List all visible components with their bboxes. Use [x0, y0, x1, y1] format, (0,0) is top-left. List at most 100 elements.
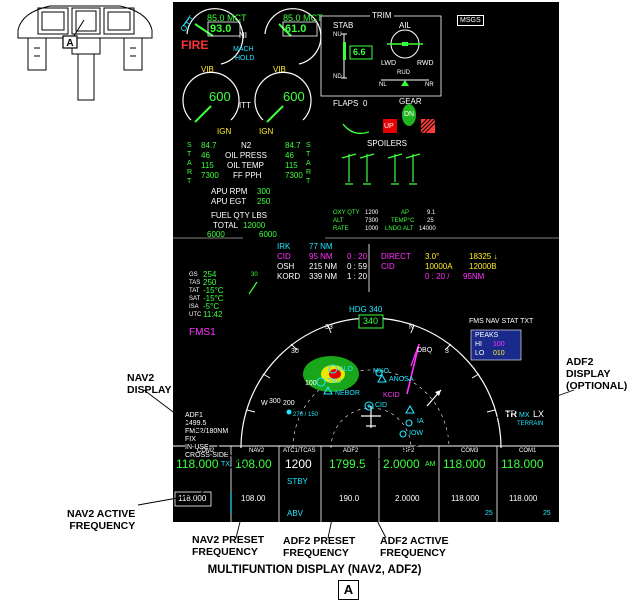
cockpit-inset-diagram: A	[17, 5, 153, 101]
mfd-graphics	[173, 8, 559, 522]
apu-egt-label: APU EGT	[211, 197, 247, 206]
gear-dn-indicator: DN	[404, 111, 415, 118]
right-vib-label: VIB	[273, 65, 286, 74]
rud-label: RUD	[397, 70, 410, 76]
alt-value: 7300	[365, 218, 379, 224]
left-n2-value: 84.7	[201, 141, 217, 150]
left-oil-temp: 115	[201, 161, 214, 170]
oil-temp-label: OIL TEMP	[227, 161, 264, 170]
ap-label: AP	[401, 210, 410, 216]
left-n1-value: 93.0	[210, 23, 232, 35]
hold-label: HOLD	[235, 55, 255, 62]
heading-label: HDG 340	[349, 305, 383, 314]
right-n1-gauge	[264, 8, 322, 65]
right-itt-value: 600	[283, 89, 305, 104]
fuel-right: 6000	[259, 230, 277, 239]
right-mct: 85.0 MCT	[283, 13, 323, 23]
compass-3: 3	[445, 348, 449, 355]
range-100: 100	[305, 380, 317, 387]
map-alo: ALO	[339, 366, 354, 373]
direct-label: DIRECT	[381, 252, 411, 261]
figure-caption: MULTIFUNTION DISPLAY (NAV2, ADF2)	[207, 564, 422, 576]
adf-info-line2: 1499.5	[185, 420, 207, 427]
adf-info-line6: CROSS-SIDE	[185, 452, 229, 459]
peaks-lo-label: LO	[475, 350, 485, 357]
right-n2-value: 84.7	[285, 141, 301, 150]
left-ign-label: IGN	[217, 127, 232, 136]
terrain-label: TERRAIN	[517, 421, 544, 427]
direct-alt1: 18325 ↓	[469, 252, 498, 261]
mach-label: MACH	[233, 46, 254, 53]
fuel-total-label: TOTAL	[213, 221, 239, 230]
lndg-alt-value: 14000	[419, 226, 436, 232]
fuel-title: FUEL QTY LBS	[211, 211, 268, 220]
right-ign-label: IGN	[259, 127, 274, 136]
flaps-label: FLAPS	[333, 99, 359, 108]
terrain-lx: LX	[533, 409, 545, 419]
ail-label: AIL	[399, 21, 412, 30]
map-kcid: KCID	[383, 392, 400, 399]
lwd-label: LWD	[381, 60, 397, 67]
fms-source: FMS1	[189, 327, 216, 338]
gear-label: GEAR	[399, 97, 422, 106]
inset-label-a: A	[66, 38, 73, 49]
trim-title: TRIM	[370, 11, 394, 20]
nl-label: NL	[379, 82, 387, 88]
terrain-tr: TR	[505, 409, 517, 419]
direct-time: 0 : 20 /	[425, 272, 450, 281]
range-200: 200	[283, 400, 295, 407]
compass-30: 30	[291, 348, 299, 355]
fuel-total-value: 12000	[243, 221, 266, 230]
alt-label: ALT	[333, 218, 344, 224]
compass-n: N	[409, 324, 415, 331]
nr-label: NR	[425, 82, 434, 88]
caption-box-a: A	[338, 580, 359, 600]
left-oil-press: 46	[201, 151, 210, 160]
rate-value: 1000	[365, 226, 379, 232]
direct-alt2: 10000A	[425, 262, 453, 271]
map-mxo: MXO	[373, 368, 389, 375]
temp-label: TEMP°C	[391, 218, 415, 224]
itt-label: ITT	[239, 101, 251, 110]
adf-info-line1: ADF1	[185, 412, 203, 419]
msgs-button[interactable]: MSGS	[457, 15, 484, 26]
map-dbq: DBQ	[417, 347, 433, 354]
map-iow: IOW	[409, 430, 423, 437]
n2-label: N2	[241, 141, 252, 150]
right-oil-press: 46	[285, 151, 294, 160]
fire-warning: FIRE	[181, 38, 209, 52]
oxy-qty-value: 1200	[365, 210, 379, 216]
apu-rpm-value: 300	[257, 187, 271, 196]
apu-rpm-label: APU RPM	[211, 187, 248, 196]
direct-alt3: 12000B	[469, 262, 497, 271]
nav-header-dist: 77 NM	[309, 242, 333, 251]
bearing-readout: 270 / 150	[293, 412, 319, 418]
right-itt-gauge	[254, 71, 312, 123]
fuel-left: 6000	[207, 230, 225, 239]
nu-label: NU	[333, 32, 342, 38]
gear-up-indicator: UP	[384, 123, 394, 130]
adf-info-line5: IN-USE	[185, 444, 209, 451]
terrain-mx: MX	[519, 412, 530, 419]
adf-info-line4: FIX	[185, 436, 196, 443]
left-itt-value: 600	[209, 89, 231, 104]
peaks-title: PEAKS	[475, 332, 499, 339]
rate-label: RATE	[333, 226, 349, 232]
nd-label: ND	[333, 74, 342, 80]
range-300: 300	[269, 398, 281, 405]
compass-w: W	[261, 400, 268, 407]
peaks-hi-value: 100	[493, 341, 505, 348]
map-anosa: ANOSA	[389, 376, 414, 383]
wind-value: 30	[251, 272, 258, 278]
ff-pph-label: FF PPH	[233, 171, 262, 180]
temp-value: 25	[427, 218, 434, 224]
map-nebor: NEBOR	[335, 390, 360, 397]
stab-value: 6.6	[353, 47, 366, 57]
left-vib-label: VIB	[201, 65, 214, 74]
rwd-label: RWD	[417, 60, 434, 67]
right-oil-temp: 115	[285, 161, 298, 170]
peaks-hi-label: HI	[475, 341, 482, 348]
